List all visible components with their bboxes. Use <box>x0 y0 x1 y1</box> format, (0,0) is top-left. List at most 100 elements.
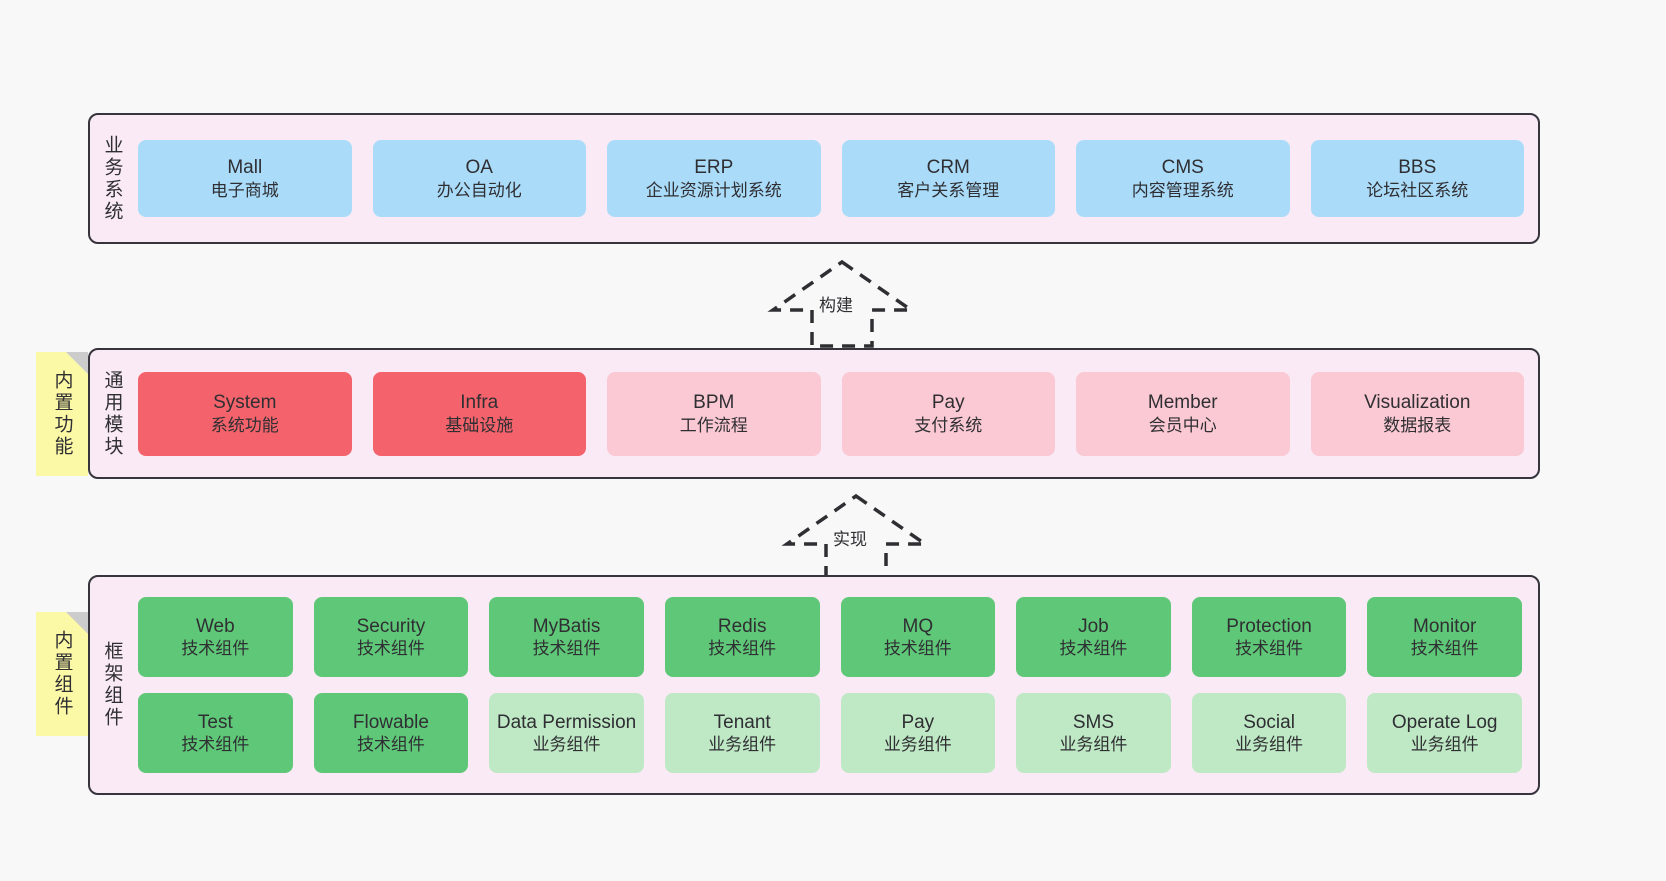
card-subtitle: 基础设施 <box>445 415 514 435</box>
card-subtitle: 技术组件 <box>181 639 250 659</box>
arrow-implement-label: 实现 <box>831 525 869 550</box>
card-title: BBS <box>1398 157 1437 179</box>
card-title: OA <box>465 157 493 179</box>
card-title: SMS <box>1072 711 1115 733</box>
card-infra[interactable]: Infra 基础设施 <box>372 371 586 456</box>
card-title: Visualization <box>1364 392 1471 414</box>
card-title: Data Permission <box>496 711 637 733</box>
card-subtitle: 业务组件 <box>1059 735 1128 755</box>
card-title: Monitor <box>1413 615 1477 637</box>
layer-framework-components: 框架组件 Web 技术组件 Security 技术组件 MyBatis 技术组件… <box>88 575 1540 795</box>
card-subtitle: 技术组件 <box>883 639 952 659</box>
card-tenant[interactable]: Tenant 业务组件 <box>664 693 820 773</box>
card-erp[interactable]: ERP 企业资源计划系统 <box>607 140 821 217</box>
card-flowable[interactable]: Flowable 技术组件 <box>313 693 469 773</box>
layer-framework-components-label: 框架组件 <box>101 641 123 729</box>
card-monitor[interactable]: Monitor 技术组件 <box>1367 597 1522 677</box>
card-operate-log[interactable]: Operate Log 业务组件 <box>1367 693 1522 773</box>
card-subtitle: 技术组件 <box>708 639 777 659</box>
card-subtitle: 技术组件 <box>356 735 425 755</box>
card-protection[interactable]: Protection 技术组件 <box>1191 597 1347 677</box>
card-subtitle: 数据报表 <box>1383 415 1452 435</box>
layer-business-systems: 业务系统 Mall 电子商城 OA 办公自动化 ERP 企业资源计划系统 CRM… <box>88 113 1540 244</box>
card-pay-component[interactable]: Pay 业务组件 <box>840 693 996 773</box>
card-social[interactable]: Social 业务组件 <box>1191 693 1347 773</box>
card-sms[interactable]: SMS 业务组件 <box>1016 693 1171 773</box>
card-data-permission[interactable]: Data Permission 业务组件 <box>489 693 644 773</box>
card-title: MQ <box>902 615 934 637</box>
card-title: Pay <box>901 711 935 733</box>
card-subtitle: 业务组件 <box>883 735 952 755</box>
card-title: BPM <box>693 392 735 414</box>
card-subtitle: 企业资源计划系统 <box>645 180 782 200</box>
card-cms[interactable]: CMS 内容管理系统 <box>1076 140 1290 217</box>
layer-framework-components-body: Web 技术组件 Security 技术组件 MyBatis 技术组件 Redi… <box>134 577 1538 793</box>
card-subtitle: 会员中心 <box>1148 415 1217 435</box>
card-subtitle: 技术组件 <box>532 639 601 659</box>
card-title: Protection <box>1226 615 1312 637</box>
card-subtitle: 技术组件 <box>356 639 425 659</box>
card-subtitle: 系统功能 <box>210 415 279 435</box>
card-subtitle: 工作流程 <box>679 415 748 435</box>
sticky-note-label: 内置组件 <box>51 630 73 718</box>
card-subtitle: 客户关系管理 <box>897 180 1000 200</box>
card-crm[interactable]: CRM 客户关系管理 <box>841 140 1055 217</box>
card-subtitle: 业务组件 <box>532 735 601 755</box>
sticky-note-builtin-features: 内置功能 <box>36 352 88 476</box>
card-subtitle: 技术组件 <box>1410 639 1479 659</box>
layer-business-systems-body: Mall 电子商城 OA 办公自动化 ERP 企业资源计划系统 CRM 客户关系… <box>134 115 1538 242</box>
card-row: Test 技术组件 Flowable 技术组件 Data Permission … <box>138 693 1522 773</box>
card-subtitle: 业务组件 <box>708 735 777 755</box>
card-web[interactable]: Web 技术组件 <box>138 597 293 677</box>
card-pay-module[interactable]: Pay 支付系统 <box>841 371 1055 456</box>
card-title: System <box>213 392 277 414</box>
layer-common-modules-body: System 系统功能 Infra 基础设施 BPM 工作流程 Pay 支付系统… <box>134 350 1538 477</box>
card-visualization[interactable]: Visualization 数据报表 <box>1310 371 1524 456</box>
card-title: Mall <box>227 157 263 179</box>
card-mq[interactable]: MQ 技术组件 <box>840 597 996 677</box>
layer-common-modules: 通用模块 System 系统功能 Infra 基础设施 BPM 工作流程 Pay… <box>88 348 1540 479</box>
sticky-note-builtin-components: 内置组件 <box>36 612 88 736</box>
card-job[interactable]: Job 技术组件 <box>1016 597 1171 677</box>
card-row: Mall 电子商城 OA 办公自动化 ERP 企业资源计划系统 CRM 客户关系… <box>138 140 1524 217</box>
card-subtitle: 支付系统 <box>914 415 983 435</box>
card-subtitle: 技术组件 <box>1235 639 1304 659</box>
card-security[interactable]: Security 技术组件 <box>313 597 469 677</box>
card-mall[interactable]: Mall 电子商城 <box>138 140 352 217</box>
card-title: Member <box>1147 392 1218 414</box>
layer-business-systems-label: 业务系统 <box>101 134 123 223</box>
arrow-build-label: 构建 <box>817 291 855 316</box>
card-title: Redis <box>717 615 767 637</box>
card-subtitle: 技术组件 <box>1059 639 1128 659</box>
card-oa[interactable]: OA 办公自动化 <box>372 140 586 217</box>
card-title: MyBatis <box>532 615 601 637</box>
card-title: CMS <box>1161 157 1204 179</box>
card-subtitle: 论坛社区系统 <box>1366 180 1469 200</box>
card-title: ERP <box>694 157 734 179</box>
card-title: Social <box>1243 711 1295 733</box>
card-subtitle: 技术组件 <box>181 735 250 755</box>
layer-common-modules-label: 通用模块 <box>101 369 123 458</box>
arrow-implement: 实现 <box>771 492 941 582</box>
card-title: Pay <box>931 392 965 414</box>
card-subtitle: 电子商城 <box>210 180 279 200</box>
card-mybatis[interactable]: MyBatis 技术组件 <box>489 597 644 677</box>
card-title: Flowable <box>352 711 429 733</box>
card-title: Tenant <box>713 711 771 733</box>
card-row: Web 技术组件 Security 技术组件 MyBatis 技术组件 Redi… <box>138 597 1522 677</box>
card-subtitle: 内容管理系统 <box>1131 180 1234 200</box>
card-redis[interactable]: Redis 技术组件 <box>664 597 820 677</box>
card-title: Job <box>1078 615 1109 637</box>
card-bbs[interactable]: BBS 论坛社区系统 <box>1310 140 1524 217</box>
card-row: System 系统功能 Infra 基础设施 BPM 工作流程 Pay 支付系统… <box>138 371 1524 456</box>
card-bpm[interactable]: BPM 工作流程 <box>607 371 821 456</box>
card-member[interactable]: Member 会员中心 <box>1076 371 1290 456</box>
card-title: Infra <box>460 392 499 414</box>
card-system[interactable]: System 系统功能 <box>138 371 352 456</box>
sticky-note-label: 内置功能 <box>51 370 73 458</box>
card-subtitle: 办公自动化 <box>436 180 522 200</box>
card-title: Test <box>197 711 233 733</box>
card-title: Operate Log <box>1391 711 1498 733</box>
card-test[interactable]: Test 技术组件 <box>138 693 293 773</box>
